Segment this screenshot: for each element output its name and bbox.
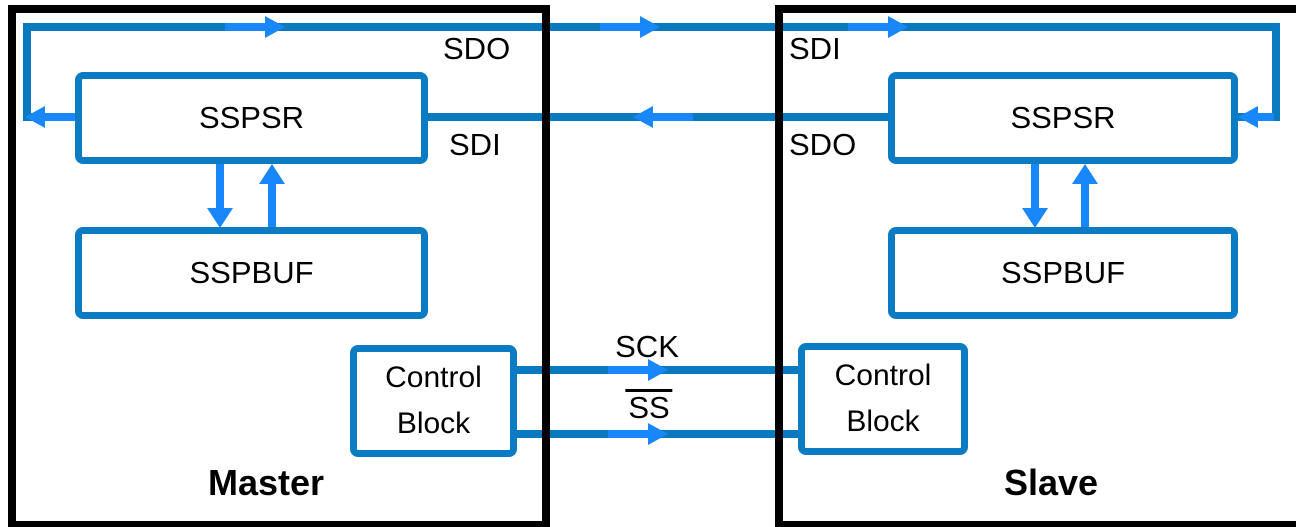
ss-overline-label: SS [625, 389, 673, 425]
arrow-right-icon [648, 359, 668, 381]
arrow-tail [225, 23, 265, 31]
slave-sspsr-label: SSPSR [1010, 100, 1116, 135]
master-frame [8, 5, 550, 527]
arrow-down-icon [1022, 208, 1048, 228]
arrow-tail [600, 23, 640, 31]
arrow-up-icon [259, 164, 285, 184]
arrow-left-icon [25, 106, 45, 128]
master-sspbuf-label: SSPBUF [189, 255, 314, 290]
slave-control-block-box: Control Block [798, 343, 968, 455]
arrow-tail [608, 430, 648, 438]
master-label: Master [207, 462, 325, 503]
master-sspsr-label: SSPSR [198, 100, 305, 135]
arrow-tail [1258, 113, 1274, 121]
arrow-tail [45, 113, 75, 121]
arrow-up-icon [1072, 164, 1098, 184]
arrow-left-icon [633, 106, 653, 128]
arrow-tail [608, 366, 648, 374]
master-sspbuf-to-sspsr-line [268, 182, 276, 227]
master-sspsr-to-sspbuf-line [216, 164, 224, 210]
master-control-block-box: Control Block [350, 345, 517, 457]
master-sdi-pin-label: SDI [449, 127, 501, 162]
arrow-right-icon [640, 16, 660, 38]
arrow-tail [848, 23, 888, 31]
slave-sspbuf-box: SSPBUF [888, 227, 1238, 319]
slave-sdo-pin-label: SDO [789, 127, 857, 162]
master-output-riser-line [23, 23, 31, 121]
master-sspbuf-box: SSPBUF [75, 227, 428, 319]
master-control-label-line1: Control [385, 361, 482, 394]
sck-signal-label: SCK [615, 329, 679, 364]
arrow-left-icon [1238, 106, 1258, 128]
arrow-right-icon [265, 16, 285, 38]
slave-sspbuf-to-sspsr-line [1081, 182, 1089, 227]
slave-sspbuf-label: SSPBUF [1000, 255, 1126, 290]
slave-sspsr-to-sspbuf-line [1031, 164, 1039, 210]
slave-control-label-line2: Block [846, 405, 920, 438]
slave-sspsr-box: SSPSR [888, 72, 1238, 164]
arrow-right-icon [888, 16, 908, 38]
arrow-down-icon [207, 208, 233, 228]
slave-control-label-line1: Control [834, 359, 932, 392]
slave-sdi-pin-label: SDI [789, 31, 841, 66]
arrow-tail [653, 113, 693, 121]
slave-input-riser-line [1272, 23, 1280, 121]
master-sdo-pin-label: SDO [443, 31, 511, 66]
slave-frame [775, 5, 1296, 527]
arrow-right-icon [648, 423, 668, 445]
slave-label: Slave [1003, 462, 1099, 503]
ss-signal-label: SS [625, 389, 673, 426]
master-sspsr-box: SSPSR [75, 72, 428, 164]
master-control-label-line2: Block [396, 407, 471, 440]
